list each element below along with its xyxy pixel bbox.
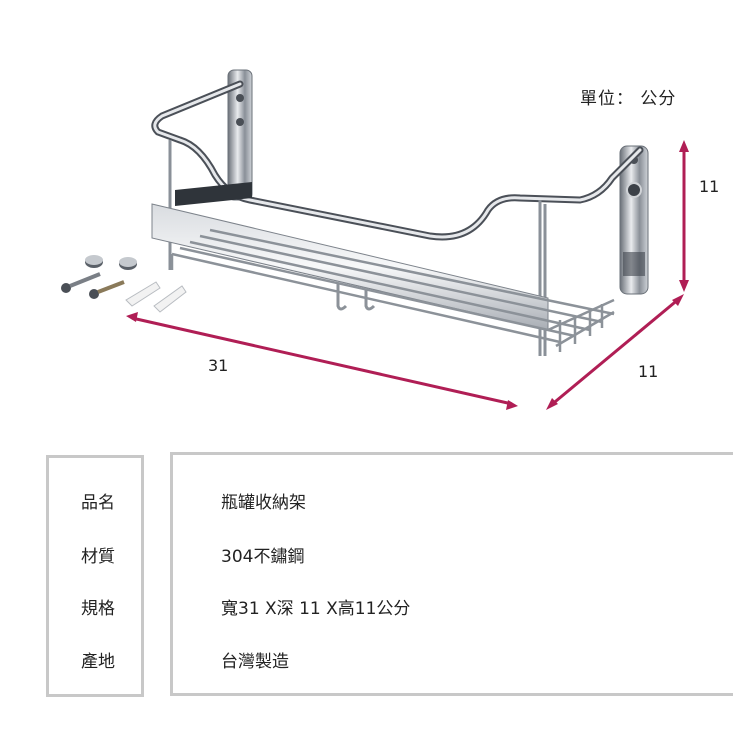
width-dimension-label: 31 xyxy=(208,356,229,375)
spec-value-name: 瓶罐收納架 xyxy=(221,493,306,513)
screw-icon xyxy=(89,280,125,299)
width-arrow xyxy=(126,312,518,410)
rack-illustration xyxy=(61,69,689,410)
spec-label-origin: 產地 xyxy=(81,652,115,672)
depth-arrow xyxy=(546,294,684,410)
spec-value-material: 304不鏽鋼 xyxy=(221,547,305,567)
height-arrow xyxy=(679,140,689,292)
height-dimension-label: 11 xyxy=(699,177,720,196)
vertical-posts xyxy=(168,140,547,356)
spec-value-origin: 台灣製造 xyxy=(221,652,289,672)
mounting-hardware xyxy=(61,255,187,313)
left-wall-bracket xyxy=(227,69,253,201)
wall-anchor-icon xyxy=(125,281,161,307)
wall-anchor-icon xyxy=(153,285,187,313)
screw-cap-icon xyxy=(119,257,137,270)
top-rail xyxy=(151,80,644,241)
spec-label-material: 材質 xyxy=(81,547,115,567)
depth-dimension-label: 11 xyxy=(638,362,659,381)
screw-icon xyxy=(61,272,101,293)
spec-value-size: 寬31 X深 11 X高11公分 xyxy=(221,599,411,619)
hooks xyxy=(336,284,376,311)
spec-label-name: 品名 xyxy=(81,493,115,513)
right-wall-bracket xyxy=(619,145,649,295)
spec-labels-box: 品名 材質 規格 產地 xyxy=(46,455,144,697)
screw-cap-icon xyxy=(85,255,103,268)
back-panel xyxy=(175,182,252,206)
product-diagram: 單位： 公分 31 11 11 xyxy=(61,69,720,410)
spec-label-size: 規格 xyxy=(81,599,115,619)
dimension-arrows xyxy=(126,140,689,410)
unit-label: 單位： 公分 xyxy=(580,89,677,109)
spec-values-box: 瓶罐收納架 304不鏽鋼 寬31 X深 11 X高11公分 台灣製造 xyxy=(170,452,733,696)
